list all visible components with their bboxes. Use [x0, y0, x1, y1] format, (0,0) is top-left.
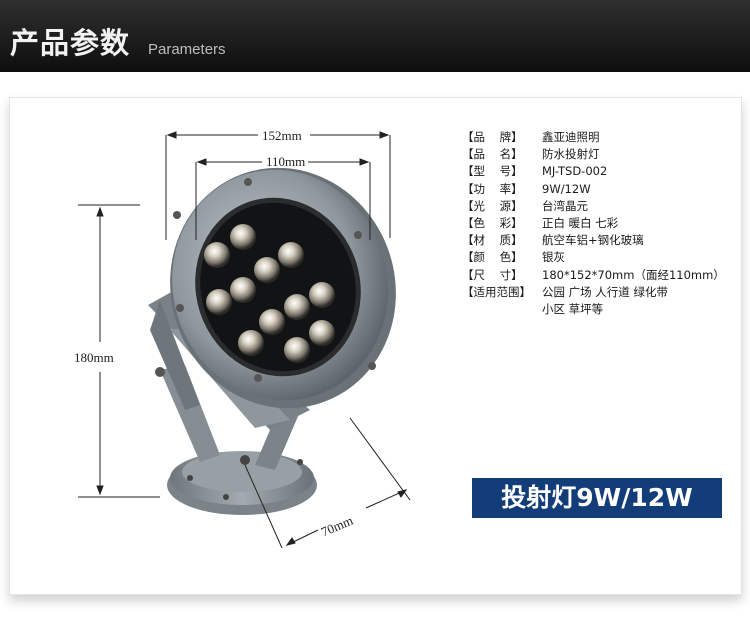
dim-label-depth: 70mm — [319, 513, 355, 540]
spec-row: 小区 草坪等 — [462, 301, 725, 318]
section-title: 产品参数 — [10, 26, 131, 60]
spec-label: 【品 牌】 — [462, 130, 523, 144]
spec-label: 【材 质】 — [462, 233, 523, 248]
spec-value: 台湾晶元 — [542, 198, 588, 213]
dimension-height — [78, 204, 160, 498]
spec-row: 【品 名】 防水投射灯 — [462, 146, 725, 163]
product-badge: 投射灯9W/12W — [472, 478, 722, 518]
dimension-depth — [244, 417, 411, 549]
spec-row: 【型 号】 MJ-TSD-002 — [462, 163, 725, 180]
section-subtitle: Parameters — [148, 41, 226, 58]
spec-label: 【型 号】 — [462, 164, 523, 179]
spec-list: 【品 牌】 鑫亚迪照明 【品 名】 防水投射灯 【型 号】 MJ-TSD-002 【功… — [462, 129, 725, 318]
spec-label: 【光 源】 — [462, 198, 523, 213]
dimension-width-inner — [195, 158, 371, 240]
spec-label: 【适用范围】 — [462, 284, 531, 299]
spec-value: 180*152*70mm（面经110mm） — [542, 267, 725, 282]
led-array — [204, 224, 335, 363]
spec-label: 【色 彩】 — [462, 216, 523, 231]
spec-value: 银灰 — [542, 250, 565, 265]
spec-row: 【品 牌】 鑫亚迪照明 — [462, 129, 725, 146]
spec-row: 【适用范围】公园 广场 人行道 绿化带 — [462, 284, 725, 301]
spec-label: 【功 率】 — [462, 181, 523, 196]
dim-label-width-outer: 152mm — [262, 128, 302, 143]
spec-row: 【尺 寸】 180*152*70mm（面经110mm） — [462, 267, 725, 284]
spec-value: 正白 暖白 七彩 — [542, 216, 619, 231]
spec-row: 【功 率】 9W/12W — [462, 181, 725, 198]
spec-label: 【颜 色】 — [462, 250, 523, 265]
spec-row: 【颜 色】 银灰 — [462, 249, 725, 266]
header-bar: 产品参数 Parameters — [0, 0, 750, 72]
spec-value: 鑫亚迪照明 — [542, 130, 600, 144]
spec-label — [462, 301, 542, 318]
spec-row: 【材 质】 航空车铝+钢化玻璃 — [462, 232, 725, 249]
spec-row: 【光 源】 台湾晶元 — [462, 198, 725, 215]
dimension-width-outer — [165, 131, 391, 240]
dim-label-width-inner: 110mm — [266, 154, 305, 169]
spec-value: 航空车铝+钢化玻璃 — [542, 233, 644, 248]
spec-row: 【色 彩】 正白 暖白 七彩 — [462, 215, 725, 232]
spec-label: 【品 名】 — [462, 147, 523, 162]
spec-value: MJ-TSD-002 — [542, 164, 608, 179]
spec-value: 公园 广场 人行道 绿化带 — [542, 284, 668, 299]
spec-value: 防水投射灯 — [542, 147, 600, 162]
spec-value: 小区 草坪等 — [542, 302, 604, 317]
dim-label-height: 180mm — [74, 350, 114, 365]
spec-value: 9W/12W — [542, 181, 591, 196]
lamp-head — [170, 167, 396, 409]
spec-label: 【尺 寸】 — [462, 267, 523, 282]
